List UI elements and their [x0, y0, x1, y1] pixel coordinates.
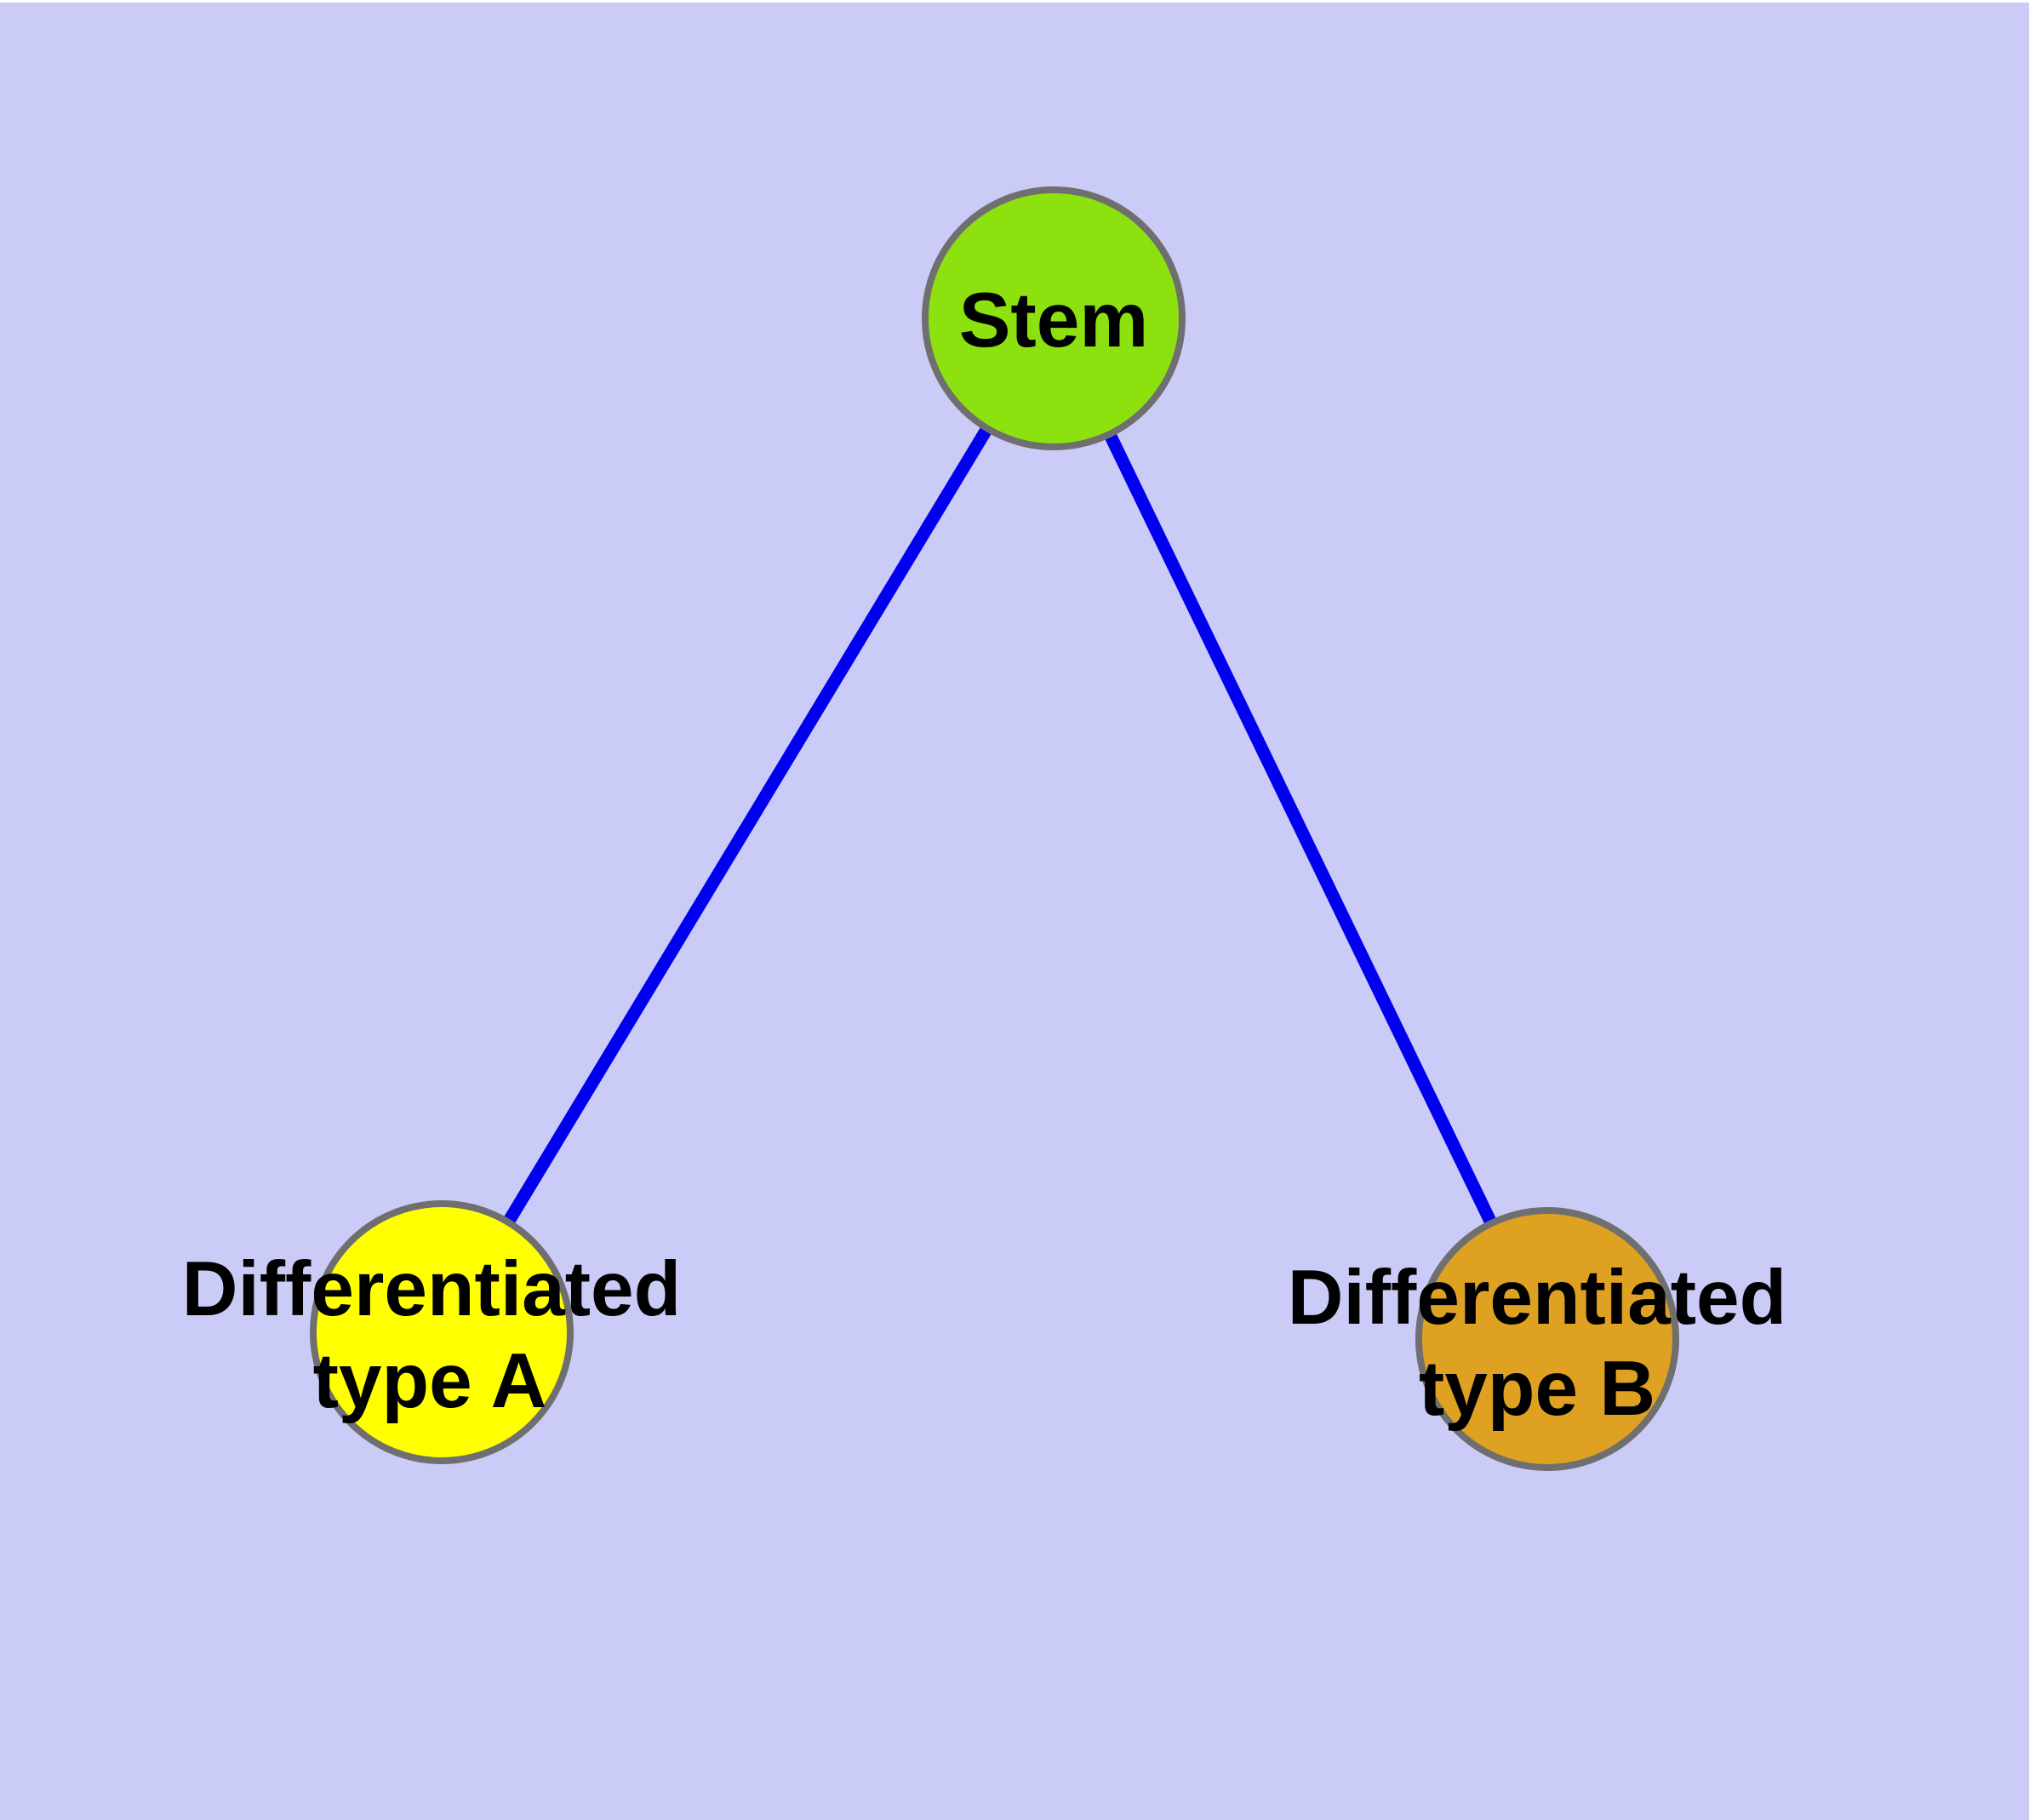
node-type-a-label-line1: Differentiated: [182, 1246, 682, 1332]
node-differentiated-type-a: [310, 1200, 574, 1464]
node-type-a-label-line2: type A: [313, 1338, 547, 1424]
node-type-b-label-line1: Differentiated: [1288, 1255, 1787, 1341]
node-differentiated-type-b: [1415, 1207, 1679, 1471]
node-type-b-label-line2: type B: [1419, 1346, 1655, 1432]
edge-stem-to-type-a: [436, 315, 1060, 1336]
node-stem-label: Stem: [959, 278, 1149, 363]
edge-stem-to-type-b: [1048, 315, 1553, 1342]
node-stem: [922, 186, 1186, 450]
